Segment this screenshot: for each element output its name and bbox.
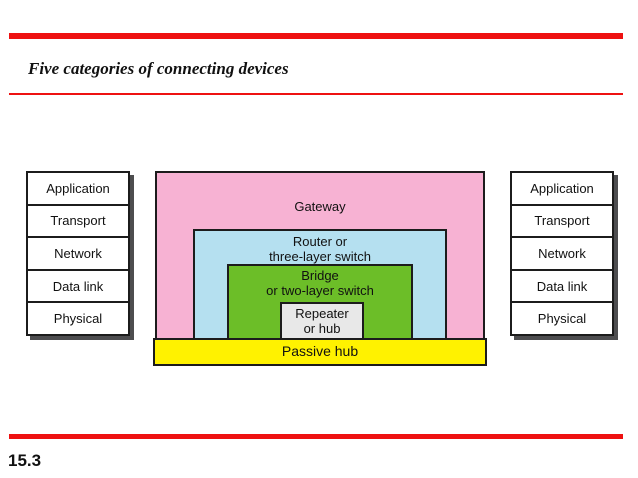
layer-data-link: Data link [512, 271, 612, 304]
layer-transport: Transport [512, 206, 612, 239]
repeater-box: Repeater or hub [280, 302, 364, 338]
repeater-label-line2: or hub [303, 321, 341, 336]
layer-network: Network [28, 238, 128, 271]
layer-network: Network [512, 238, 612, 271]
top-red-rule [9, 33, 623, 39]
layer-physical: Physical [53, 311, 103, 327]
gateway-label: Gateway [294, 199, 346, 214]
osi-stack-right: Application Transport Network Data link … [510, 171, 614, 336]
router-label-line1: Router or [292, 234, 348, 249]
slide-title: Five categories of connecting devices [28, 59, 289, 78]
layer-physical: Physical [537, 311, 587, 327]
layer-transport: Transport [28, 206, 128, 239]
osi-stack-left: Application Transport Network Data link … [26, 171, 130, 336]
passive-hub-bar: Passive hub [153, 338, 487, 366]
repeater-label-line1: Repeater [295, 306, 349, 321]
bridge-label-line1: Bridge [301, 268, 339, 283]
layer-application: Application [512, 173, 612, 206]
router-label-line2: three-layer switch [269, 249, 371, 264]
title-underline-rule [9, 93, 623, 95]
layer-data-link: Data link [28, 271, 128, 304]
layer-application: Application [28, 173, 128, 206]
passive-hub-label: Passive hub [281, 343, 359, 359]
page-number: 15.3 [8, 451, 42, 470]
bottom-red-rule [9, 434, 623, 439]
bridge-label-line2: or two-layer switch [266, 283, 374, 298]
